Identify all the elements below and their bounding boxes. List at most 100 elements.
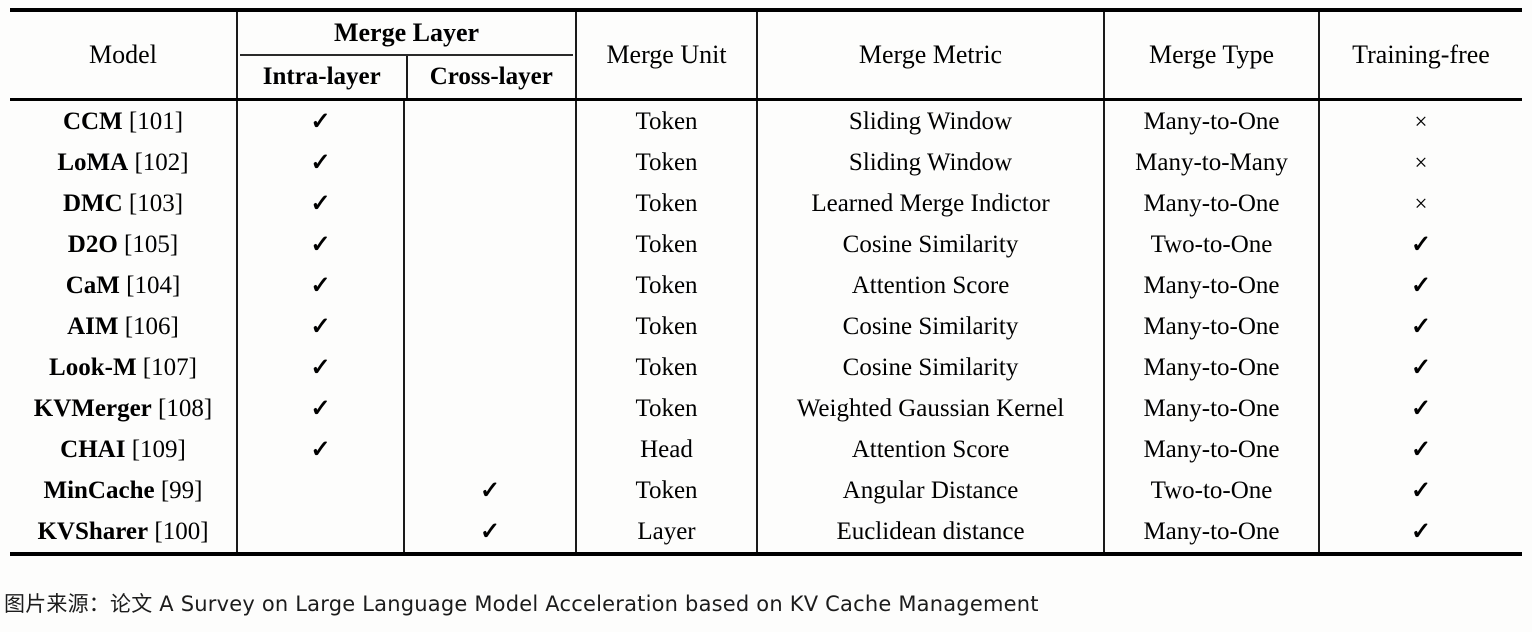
cell-merge-unit-value: Head bbox=[640, 435, 693, 463]
cell-merge-metric: Attention Score bbox=[756, 429, 1104, 470]
cell-intra-layer: ✓ bbox=[236, 347, 404, 388]
table-bottom-rule bbox=[10, 552, 1522, 556]
cell-merge-metric-value: Learned Merge Indictor bbox=[811, 189, 1050, 217]
cell-cross-layer bbox=[403, 224, 576, 265]
cell-model: CHAI [109] bbox=[10, 429, 237, 470]
cell-training-free-value: × bbox=[1414, 108, 1428, 134]
cell-model: DMC [103] bbox=[10, 183, 237, 224]
cell-training-free: × bbox=[1318, 142, 1522, 183]
cell-merge-unit-value: Token bbox=[635, 230, 698, 258]
cell-training-free-value: ✓ bbox=[1410, 313, 1432, 340]
cell-merge-type-value: Many-to-One bbox=[1143, 353, 1280, 381]
cell-merge-unit: Token bbox=[575, 388, 757, 429]
cell-merge-metric-value: Cosine Similarity bbox=[842, 353, 1019, 381]
cell-training-free: ✓ bbox=[1318, 224, 1522, 265]
cell-cross-layer bbox=[403, 183, 576, 224]
cell-intra-layer-value: ✓ bbox=[310, 354, 331, 381]
cell-merge-type-value: Two-to-One bbox=[1150, 230, 1273, 258]
cell-merge-type-value: Many-to-One bbox=[1143, 312, 1280, 340]
cell-merge-unit: Token bbox=[575, 183, 757, 224]
cell-merge-type-value: Many-to-One bbox=[1143, 271, 1280, 299]
cell-merge-metric: Attention Score bbox=[756, 265, 1104, 306]
cell-merge-metric: Angular Distance bbox=[756, 470, 1104, 511]
cell-merge-type-value: Many-to-One bbox=[1143, 517, 1280, 545]
cell-model: D2O [105] bbox=[10, 224, 237, 265]
cell-intra-layer-value: ✓ bbox=[310, 313, 331, 340]
cell-cross-layer-value: ✓ bbox=[479, 477, 501, 504]
column-header-merge-metric: Merge Metric bbox=[756, 12, 1104, 98]
cell-model: AIM [106] bbox=[10, 306, 237, 347]
model-name: AIM bbox=[67, 312, 119, 340]
cell-merge-metric: Cosine Similarity bbox=[756, 224, 1104, 265]
model-name: Look-M bbox=[49, 353, 137, 381]
cell-merge-type: Many-to-One bbox=[1103, 347, 1319, 388]
model-name: CaM bbox=[65, 271, 120, 299]
cell-intra-layer-value: ✓ bbox=[310, 190, 331, 217]
cell-cross-layer: ✓ bbox=[403, 511, 576, 552]
cell-model: LoMA [102] bbox=[10, 142, 237, 183]
cell-merge-unit-value: Layer bbox=[637, 517, 696, 545]
cell-model: CaM [104] bbox=[10, 265, 237, 306]
cell-merge-unit-value: Token bbox=[635, 189, 698, 217]
cell-intra-layer: ✓ bbox=[236, 388, 404, 429]
cell-merge-type: Many-to-One bbox=[1103, 306, 1319, 347]
model-name: KVSharer bbox=[37, 517, 149, 545]
cell-intra-layer-value: ✓ bbox=[310, 108, 331, 135]
cell-training-free: ✓ bbox=[1318, 347, 1522, 388]
cell-training-free: ✓ bbox=[1318, 306, 1522, 347]
cell-merge-type: Many-to-One bbox=[1103, 388, 1319, 429]
cell-cross-layer-value: ✓ bbox=[479, 518, 501, 545]
cell-training-free-value: ✓ bbox=[1410, 518, 1432, 545]
cell-training-free-value: × bbox=[1414, 149, 1428, 175]
model-reference: [105] bbox=[124, 230, 179, 258]
model-name: MinCache bbox=[43, 476, 155, 504]
cell-intra-layer bbox=[236, 470, 404, 511]
cell-model: KVSharer [100] bbox=[10, 511, 237, 552]
column-header-merge-layer-group: Merge Layer Intra-layer Cross-layer bbox=[236, 12, 576, 98]
cell-intra-layer: ✓ bbox=[236, 183, 404, 224]
cell-training-free-value: ✓ bbox=[1410, 354, 1432, 381]
table-top-rule bbox=[10, 8, 1522, 12]
cell-merge-unit: Token bbox=[575, 101, 757, 142]
model-name: DMC bbox=[62, 189, 123, 217]
cell-merge-metric: Sliding Window bbox=[756, 101, 1104, 142]
cell-merge-metric-value: Weighted Gaussian Kernel bbox=[796, 394, 1065, 422]
cell-merge-type: Many-to-One bbox=[1103, 265, 1319, 306]
column-header-training-free: Training-free bbox=[1318, 12, 1522, 98]
cell-merge-type: Two-to-One bbox=[1103, 224, 1319, 265]
cell-training-free-value: × bbox=[1414, 190, 1428, 216]
cell-merge-unit: Token bbox=[575, 306, 757, 347]
cell-intra-layer: ✓ bbox=[236, 224, 404, 265]
cell-merge-unit: Token bbox=[575, 142, 757, 183]
cell-intra-layer: ✓ bbox=[236, 265, 404, 306]
cell-merge-type: Many-to-One bbox=[1103, 511, 1319, 552]
cell-merge-metric: Cosine Similarity bbox=[756, 347, 1104, 388]
cell-merge-type-value: Two-to-One bbox=[1150, 476, 1273, 504]
cell-merge-metric-value: Attention Score bbox=[851, 271, 1010, 299]
cell-merge-type-value: Many-to-One bbox=[1143, 107, 1280, 135]
cell-merge-metric-value: Attention Score bbox=[851, 435, 1010, 463]
cell-merge-metric: Cosine Similarity bbox=[756, 306, 1104, 347]
kv-cache-merge-comparison-table: Model Merge Layer Intra-layer Cross-laye… bbox=[10, 12, 1522, 98]
cell-training-free: × bbox=[1318, 101, 1522, 142]
table-header-rule bbox=[10, 98, 1522, 101]
cell-training-free: ✓ bbox=[1318, 388, 1522, 429]
model-reference: [103] bbox=[128, 189, 184, 217]
cell-intra-layer-value: ✓ bbox=[310, 149, 331, 176]
cell-merge-metric: Learned Merge Indictor bbox=[756, 183, 1104, 224]
cell-merge-unit: Layer bbox=[575, 511, 757, 552]
model-reference: [106] bbox=[124, 312, 179, 340]
merge-layer-underline bbox=[240, 54, 573, 56]
cell-training-free: ✓ bbox=[1318, 265, 1522, 306]
cell-merge-metric-value: Sliding Window bbox=[848, 107, 1013, 135]
